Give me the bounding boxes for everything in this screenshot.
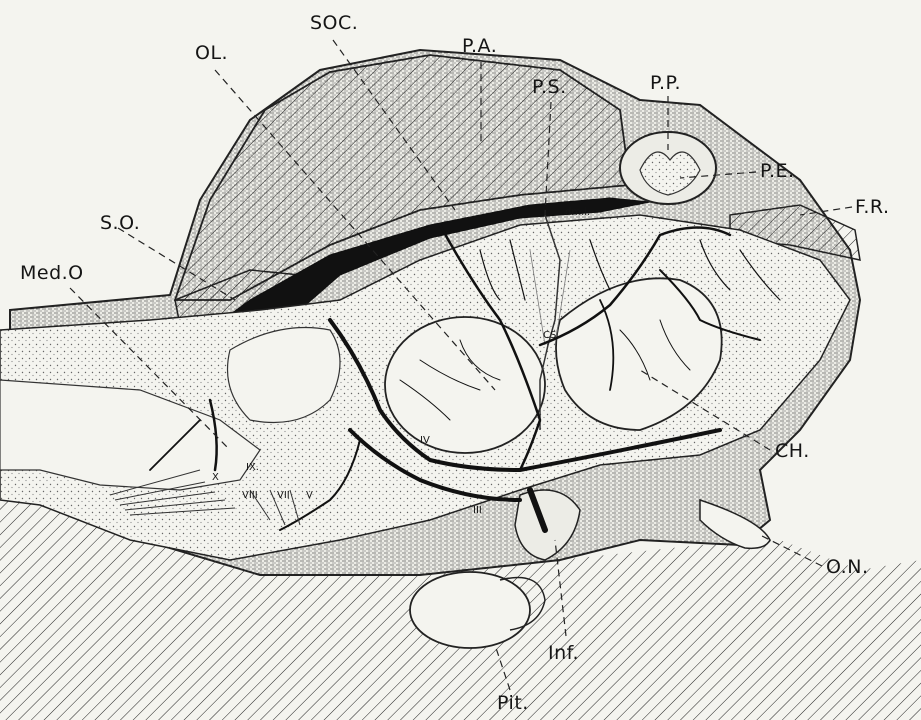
label-inf: Inf.: [548, 642, 579, 664]
label-ch: CH.: [775, 440, 810, 462]
label-iii: III: [473, 505, 482, 516]
pituitary: [410, 572, 530, 648]
label-pit: Pit.: [497, 692, 529, 714]
label-x: X: [212, 472, 219, 483]
label-on: O.N.: [826, 556, 868, 578]
label-dm: dm.i.: [565, 207, 590, 218]
label-ps: P.S.: [532, 76, 567, 98]
optic-lobe: [385, 317, 545, 453]
label-fr: F.R.: [855, 196, 889, 218]
label-pa: P.A.: [462, 35, 497, 57]
label-pe: P.E.: [760, 160, 795, 182]
label-viii: VIII: [242, 490, 258, 501]
label-soc: SOC.: [310, 12, 358, 34]
label-vii: VII: [277, 490, 290, 501]
label-ol: OL.: [195, 42, 228, 64]
label-v: V: [306, 490, 313, 501]
label-ix: IX.: [246, 462, 259, 473]
label-med-o: Med.O: [20, 262, 84, 284]
label-iv: IV: [420, 435, 430, 446]
label-cs: CS: [543, 330, 556, 341]
label-so: S.O.: [100, 212, 140, 234]
label-pp: P.P.: [650, 72, 681, 94]
